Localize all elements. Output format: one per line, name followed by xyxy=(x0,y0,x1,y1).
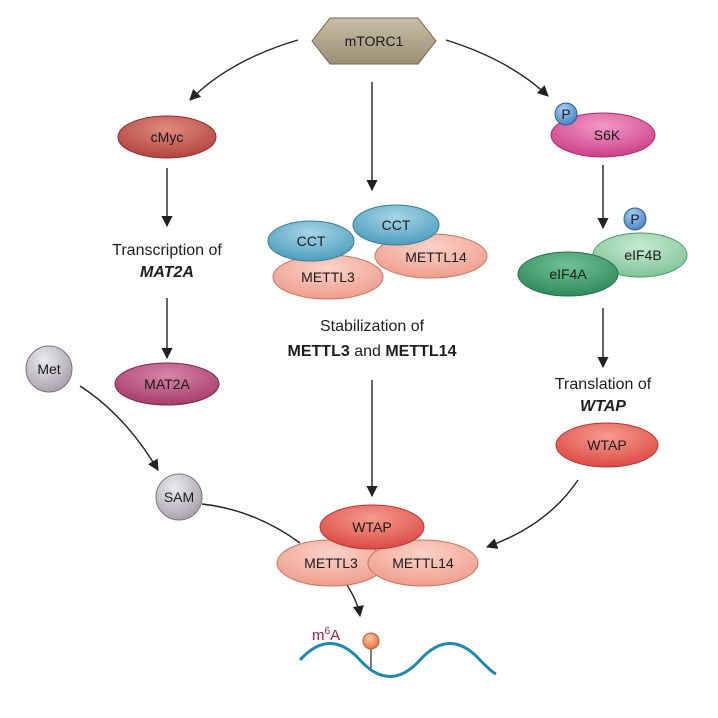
s6k-label: S6K xyxy=(594,127,621,143)
phospho-eif4b-label: P xyxy=(630,211,639,227)
eif4a-node: eIF4A xyxy=(517,251,619,297)
mettl14-bottom-node: METTL14 xyxy=(367,539,479,587)
transcription-caption-line1: Transcription of xyxy=(112,242,222,259)
arrow-mtorc1-to-cmyc xyxy=(189,39,299,101)
arrow-mtorc1-to-s6k xyxy=(445,39,549,97)
s6k-node: S6K xyxy=(550,112,656,158)
rna-strand xyxy=(298,642,497,678)
m6a-base: m xyxy=(312,627,325,644)
eif4a-label: eIF4A xyxy=(549,266,587,282)
mettl14-top-label: METTL14 xyxy=(405,249,467,265)
mettl3-bottom-label: METTL3 xyxy=(304,555,358,571)
m6a-superscript: 6 xyxy=(325,626,331,637)
stabilization-caption-line1: Stabilization of xyxy=(320,318,425,335)
cmyc-node: cMyc xyxy=(117,115,217,159)
cmyc-label: cMyc xyxy=(151,129,184,145)
phospho-s6k-label: P xyxy=(561,106,570,122)
mtorc1-label: mTORC1 xyxy=(345,33,404,49)
mtorc1-node: mTORC1 xyxy=(311,17,437,65)
cct-left-label: CCT xyxy=(297,233,326,249)
m6a-dot xyxy=(362,632,380,650)
wtap-complex-node: WTAP xyxy=(319,504,425,550)
mettl14-bottom-label: METTL14 xyxy=(392,555,454,571)
translation-caption-gene: WTAP xyxy=(580,398,626,415)
wtap-right-label: WTAP xyxy=(587,437,626,453)
stabilization-caption-line2: METTL3 and METTL14 xyxy=(288,343,457,360)
wtap-right-node: WTAP xyxy=(555,422,659,468)
mat2a-label: MAT2A xyxy=(144,376,190,392)
met-label: Met xyxy=(37,361,60,377)
mat2a-node: MAT2A xyxy=(114,362,220,406)
mettl3-top-node: METTL3 xyxy=(272,254,384,300)
sam-node: SAM xyxy=(155,473,203,521)
line-sam-to-complex xyxy=(201,503,301,544)
cct-right-label: CCT xyxy=(382,217,411,233)
m6a-label: m6A xyxy=(312,626,340,644)
met-node: Met xyxy=(25,345,73,393)
stabilization-and: and xyxy=(350,343,386,360)
m6a-suffix: A xyxy=(330,627,340,644)
stabilization-gene-mettl3: METTL3 xyxy=(288,343,350,360)
wtap-complex-label: WTAP xyxy=(352,519,391,535)
translation-caption-line1: Translation of xyxy=(555,376,652,393)
cct-right-node: CCT xyxy=(352,204,440,246)
phospho-eif4b: P xyxy=(623,207,647,231)
arrow-met-to-sam xyxy=(79,385,159,471)
sam-label: SAM xyxy=(164,489,194,505)
arrow-wtap-to-complex xyxy=(485,479,579,549)
stabilization-gene-mettl14: METTL14 xyxy=(385,343,456,360)
mettl3-top-label: METTL3 xyxy=(301,269,355,285)
phospho-s6k: P xyxy=(554,102,578,126)
transcription-caption-gene: MAT2A xyxy=(140,264,194,281)
cct-left-node: CCT xyxy=(267,220,355,262)
eif4b-label: eIF4B xyxy=(624,247,661,263)
